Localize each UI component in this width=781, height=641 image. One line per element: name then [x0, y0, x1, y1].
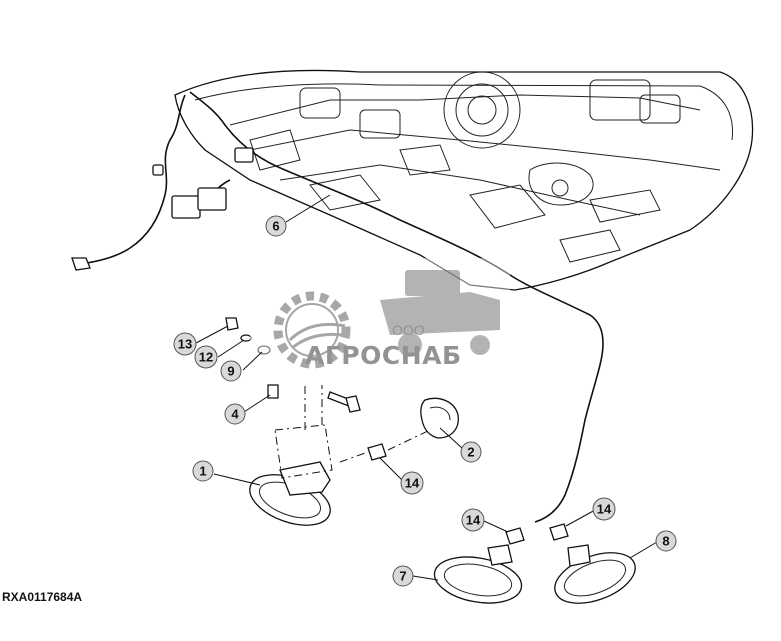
callout-6: 6	[265, 215, 287, 237]
company-watermark: ООО АГРОСНАБ	[250, 258, 510, 383]
callout-label: 14	[405, 476, 420, 491]
callout-12: 12	[194, 345, 218, 369]
callout-label: 8	[662, 534, 669, 549]
callout-13: 13	[173, 332, 197, 356]
watermark-prefix: ООО	[392, 322, 425, 338]
callout-1: 1	[192, 460, 214, 482]
callout-14-left: 14	[400, 471, 424, 495]
callout-label: 2	[467, 445, 474, 460]
hardware-fasteners	[225, 317, 361, 413]
callout-label: 4	[231, 407, 239, 422]
combine-harvester-silhouette	[380, 270, 500, 357]
callout-14-mid: 14	[461, 508, 485, 532]
callout-7: 7	[392, 565, 414, 587]
callout-label: 14	[466, 513, 481, 528]
callout-label: 1	[199, 464, 206, 479]
mounting-bracket-2	[420, 397, 459, 439]
callout-label: 13	[178, 337, 192, 352]
callout-14-right: 14	[592, 497, 616, 521]
gear-field-logo	[273, 291, 351, 369]
callout-label: 7	[399, 569, 406, 584]
watermark-brand: АГРОСНАБ	[305, 341, 462, 370]
wiring-harness	[71, 91, 604, 523]
callout-label: 14	[597, 502, 612, 517]
callout-label: 6	[272, 219, 279, 234]
callout-label: 9	[227, 364, 234, 379]
work-light-1	[249, 385, 333, 526]
leader-lines	[195, 194, 658, 581]
callout-4: 4	[224, 403, 246, 425]
callout-label: 12	[199, 350, 213, 365]
callout-8: 8	[655, 530, 677, 552]
work-light-8	[549, 523, 636, 604]
work-light-7	[433, 527, 525, 604]
connector-14-left	[339, 429, 431, 463]
callout-2: 2	[460, 441, 482, 463]
callout-9: 9	[220, 360, 242, 382]
figure-id: RXA0117684A	[2, 590, 83, 604]
cab-roof-assembly	[174, 69, 754, 291]
